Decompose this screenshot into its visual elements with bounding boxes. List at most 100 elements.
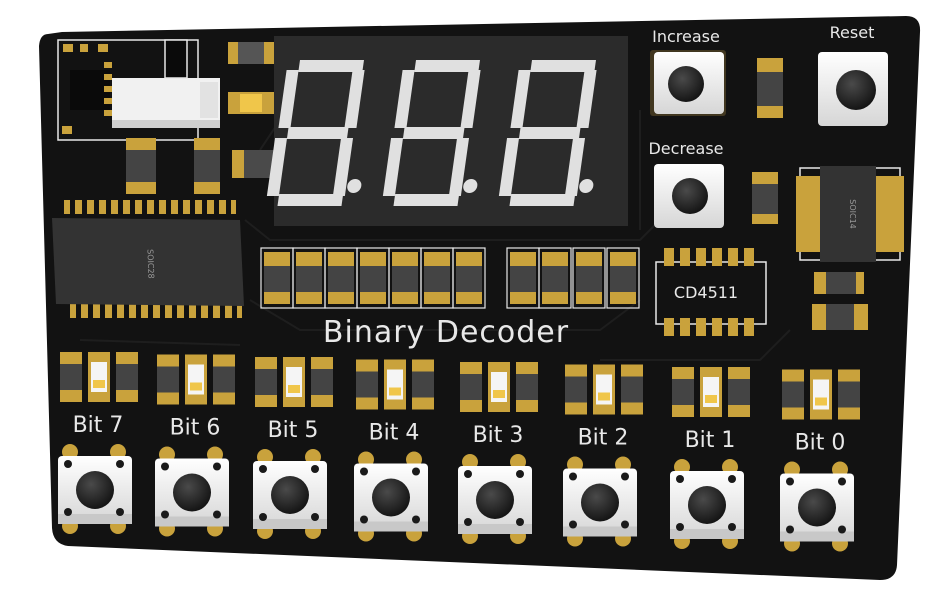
resistor	[672, 379, 694, 405]
button-cap	[76, 471, 114, 509]
segment	[286, 127, 349, 139]
bit-group-2: Bit 2	[563, 364, 643, 547]
resistor	[213, 366, 235, 393]
bit-group-4: Bit 4	[354, 359, 434, 542]
display-digit-2	[382, 60, 481, 206]
resistor	[606, 247, 640, 309]
segment	[402, 127, 465, 139]
resistor	[116, 364, 138, 390]
bit-7-button[interactable]	[58, 444, 132, 534]
segment	[382, 138, 404, 196]
segment	[518, 127, 581, 139]
smd-parts-top-left	[126, 42, 274, 194]
bit-group-7: Bit 7	[58, 352, 138, 534]
increase-button[interactable]: Increase	[650, 27, 726, 116]
segment	[564, 138, 586, 196]
segment	[393, 194, 460, 206]
resistor	[388, 247, 422, 309]
bit-4-button[interactable]	[354, 451, 428, 542]
bit-label: Bit 5	[268, 418, 319, 443]
bit-label: Bit 1	[685, 428, 736, 453]
resistor	[565, 376, 587, 403]
resistor	[356, 371, 378, 398]
soic14-label: SOIC14	[848, 199, 857, 229]
decrease-label: Decrease	[648, 139, 723, 158]
bit-group-5: Bit 5	[253, 357, 333, 539]
bit-6-button[interactable]	[155, 446, 229, 537]
resistor	[255, 369, 277, 395]
cd4511-label: CD4511	[674, 283, 738, 302]
display-digit-1	[266, 60, 365, 206]
bit-5-button[interactable]	[253, 449, 327, 539]
seven-segment-display	[266, 36, 628, 226]
bit-label: Bit 2	[578, 426, 629, 451]
bit-0-button[interactable]	[780, 461, 854, 552]
button-cap	[476, 481, 514, 519]
segment	[332, 138, 354, 196]
segment	[510, 70, 531, 128]
segment	[277, 194, 344, 206]
segment	[509, 194, 576, 206]
segment	[394, 70, 415, 128]
bit-2-button[interactable]	[563, 456, 637, 547]
soic14-chip: SOIC14	[796, 166, 904, 262]
resistor	[157, 366, 179, 393]
button-cap	[173, 473, 211, 512]
cd4511-chip: CD4511	[655, 248, 767, 336]
increase-label: Increase	[652, 27, 720, 46]
resistor	[728, 379, 750, 405]
resistor	[538, 247, 572, 309]
decimal-point	[579, 179, 594, 193]
decimal-point	[463, 179, 478, 193]
resistor	[506, 247, 540, 309]
usb-connector	[57, 39, 220, 141]
bit-1-button[interactable]	[670, 459, 744, 549]
button-cap	[798, 488, 836, 527]
button-cap	[271, 476, 309, 514]
segment	[266, 138, 288, 196]
resistor	[782, 381, 804, 408]
bit-group-3: Bit 3	[458, 362, 538, 544]
decrease-button[interactable]: Decrease	[648, 139, 724, 228]
resistor	[621, 376, 643, 403]
button-cap	[372, 478, 410, 517]
segment	[448, 138, 470, 196]
bit-label: Bit 0	[795, 431, 846, 456]
pcb-traces	[79, 110, 791, 361]
segment	[498, 138, 520, 196]
resistor	[572, 247, 606, 309]
segment	[460, 70, 481, 128]
bit-3-button[interactable]	[458, 454, 532, 544]
resistor	[420, 247, 454, 309]
button-cap	[581, 483, 619, 522]
bit-label: Bit 4	[369, 421, 420, 446]
resistor	[460, 374, 482, 400]
segment	[298, 60, 364, 72]
display-digits	[266, 60, 597, 206]
bit-label: Bit 6	[170, 416, 221, 441]
smd-parts-right	[752, 58, 868, 330]
resistor	[60, 364, 82, 390]
resistor	[324, 247, 358, 309]
resistor	[292, 247, 326, 309]
soic28-chip: SOIC28	[52, 200, 244, 318]
segment	[576, 70, 597, 128]
reset-label: Reset	[830, 23, 875, 42]
bit-group-0: Bit 0	[780, 369, 860, 552]
resistor	[260, 247, 294, 309]
resistor-bank	[260, 247, 640, 309]
bit-group-1: Bit 1	[670, 367, 750, 549]
resistor	[356, 247, 390, 309]
resistor	[452, 247, 486, 309]
resistor	[412, 371, 434, 398]
segment	[278, 70, 299, 128]
resistor	[838, 381, 860, 408]
bit-group-6: Bit 6	[155, 354, 235, 537]
display-digit-3	[498, 60, 597, 206]
button-cap	[688, 486, 726, 524]
soic28-label: SOIC28	[145, 249, 155, 279]
reset-button[interactable]: Reset	[818, 23, 888, 126]
board-title: Binary Decoder	[323, 315, 569, 350]
